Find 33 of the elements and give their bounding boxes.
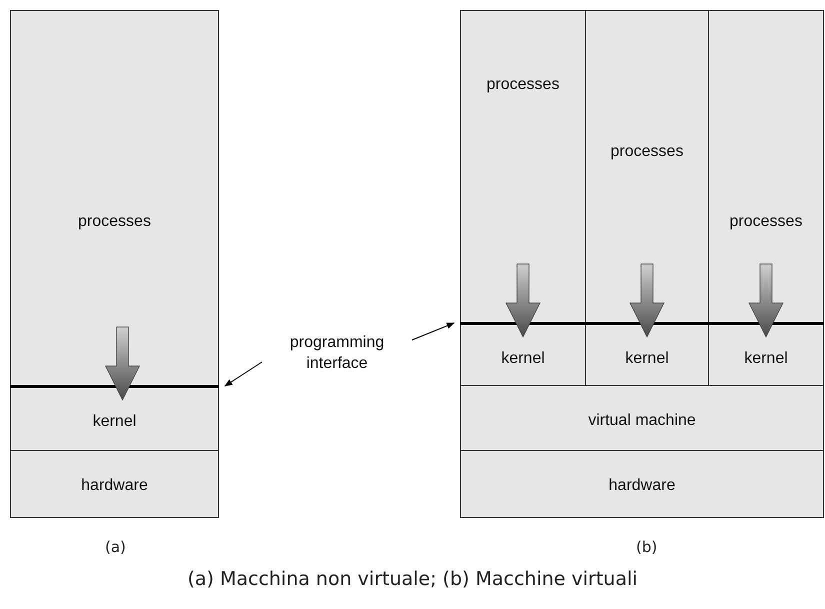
layer-box — [460, 385, 824, 451]
layer-label: kernel — [500, 350, 546, 368]
layer-box — [585, 10, 709, 324]
leader-arrow — [224, 362, 262, 386]
layer-box — [10, 386, 219, 451]
block-arrow — [629, 264, 665, 338]
block-arrow — [748, 264, 784, 338]
layer-box — [708, 323, 824, 386]
layer-label: kernel — [624, 350, 670, 368]
layer-label: processes — [77, 213, 152, 231]
layer-label: virtual machine — [587, 412, 697, 430]
layer-box — [460, 10, 586, 324]
layer-label: hardware — [80, 477, 149, 495]
leader-arrow — [412, 322, 455, 340]
layer-label: kernel — [743, 350, 789, 368]
block-arrow — [505, 264, 541, 338]
layer-box — [460, 323, 586, 386]
layer-box — [10, 10, 219, 387]
layer-label: processes — [486, 76, 560, 94]
panel-label: (b) — [636, 538, 658, 556]
layer-label: processes — [610, 143, 684, 161]
layer-label: kernel — [92, 413, 138, 431]
block-arrow — [104, 326, 140, 401]
layer-label: processes — [728, 213, 804, 231]
panel-label: (a) — [105, 538, 126, 556]
layer-label: hardware — [608, 477, 676, 495]
layer-box — [708, 10, 824, 324]
interface-line — [10, 385, 219, 388]
callout-label: programming interface — [288, 333, 386, 374]
layer-box — [460, 450, 824, 518]
caption: (a) Macchina non virtuale; (b) Macchine virtuali — [186, 568, 639, 590]
layer-box — [585, 323, 709, 386]
layer-box — [10, 450, 219, 518]
